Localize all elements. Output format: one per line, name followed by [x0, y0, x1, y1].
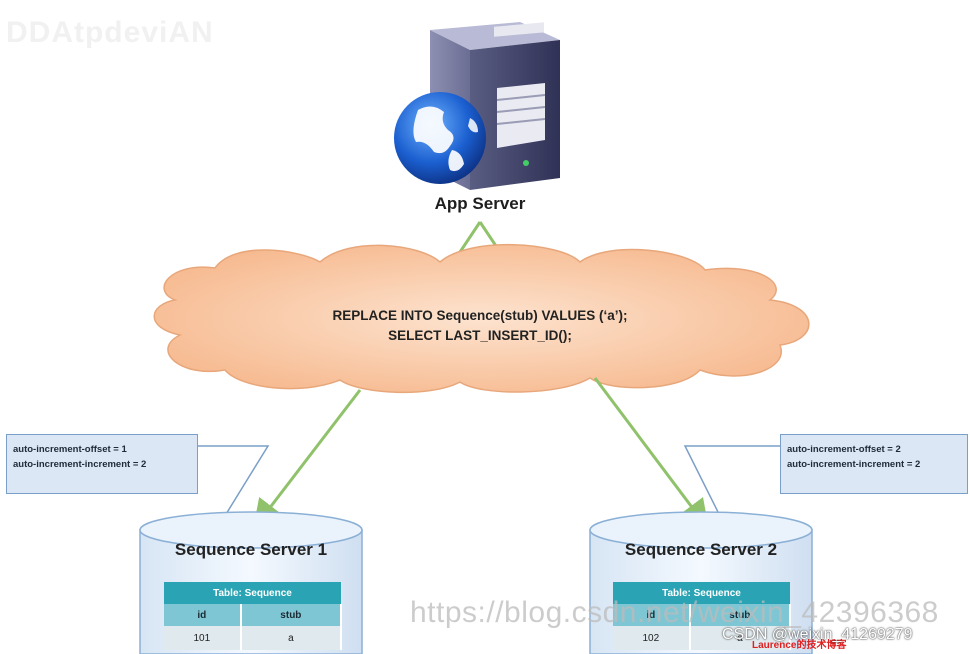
table-header-id: id [613, 604, 691, 626]
red-credit-text: Laurence的技术博客 [752, 640, 847, 651]
table-header-stub: stub [240, 604, 343, 626]
config-box-2: auto-increment-offset = 2 auto-increment… [780, 434, 968, 494]
table-header-stub: stub [689, 604, 792, 626]
table-header-id: id [164, 604, 242, 626]
table-cell-id: 101 [164, 626, 242, 650]
arrow-to-server-2 [593, 377, 709, 530]
callout-pointer-1 [198, 445, 270, 533]
sql-line-1: REPLACE INTO Sequence(stub) VALUES (‘a’)… [332, 308, 628, 323]
table-caption: Table: Sequence [613, 582, 790, 604]
table-cell-stub: a [240, 626, 343, 650]
table-row: 102 a [613, 626, 792, 650]
config-line: auto-increment-offset = 1 [13, 444, 127, 455]
table-row: 101 a [164, 626, 343, 650]
config-line: auto-increment-increment = 2 [787, 459, 921, 470]
table-caption: Table: Sequence [164, 582, 341, 604]
sequence-table-2: Table: Sequence id stub 102 a [613, 582, 792, 650]
table-cell-stub: a [689, 626, 792, 650]
blog-watermark: https://blog.csdn.net/weixin_42396368 [410, 596, 939, 629]
config-line: auto-increment-increment = 2 [13, 459, 147, 470]
csdn-credit: CSDN @weixin_41269279 [722, 626, 913, 643]
sequence-server-1-title: Sequence Server 1 [174, 540, 328, 559]
callout-pointer-2 [683, 445, 780, 533]
config-box-1: auto-increment-offset = 1 auto-increment… [6, 434, 198, 494]
faint-header-text: DDAtpdeviAN [6, 16, 214, 49]
globe-icon [394, 92, 486, 184]
cloud-shape [153, 243, 810, 394]
sequence-server-2-title: Sequence Server 2 [624, 540, 778, 559]
sequence-table-1: Table: Sequence id stub 101 a [164, 582, 343, 650]
table-cell-id: 102 [613, 626, 691, 650]
app-server-label: App Server [434, 194, 526, 213]
cloud-sql-text: REPLACE INTO Sequence(stub) VALUES (‘a’)… [200, 306, 760, 346]
arrow-to-server-1 [252, 389, 362, 530]
sql-line-2: SELECT LAST_INSERT_ID(); [388, 328, 572, 343]
config-line: auto-increment-offset = 2 [787, 444, 901, 455]
